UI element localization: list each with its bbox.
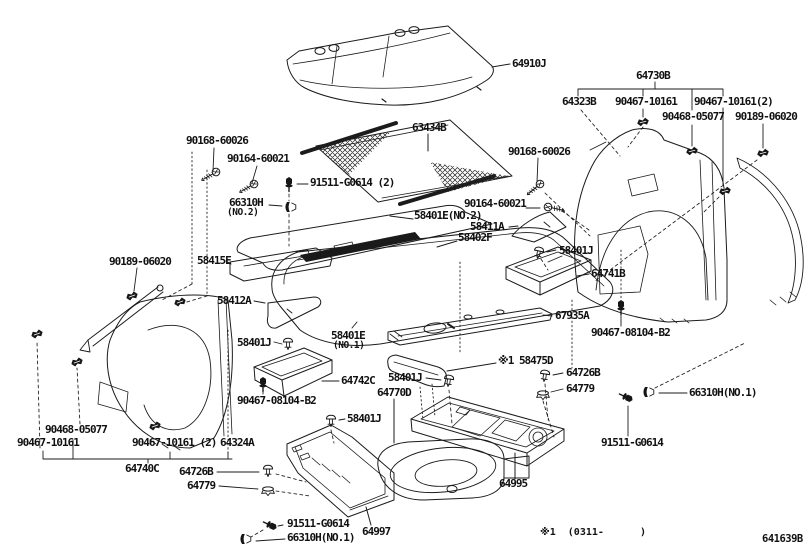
bracket-64730B: [577, 81, 764, 186]
grommet-64779-right-icon: [536, 390, 550, 401]
part-label-64741B: 64741B: [591, 267, 626, 280]
part-label-66310H-no1-right: 66310H(NO.1): [689, 386, 757, 399]
quarter-panel-outline: [736, 157, 804, 306]
part-label-64324A: 64324A: [220, 436, 255, 449]
part-label-90467-10161-left: 90467-10161: [17, 436, 80, 449]
part-label-64740C: 64740C: [125, 462, 160, 475]
clip-left-a-icon: [29, 328, 45, 340]
part-label-58411A: 58411A: [470, 220, 505, 233]
storage-bin-64742C: [253, 347, 340, 397]
clamp-66310H-no1-bottom-icon: [239, 533, 252, 545]
part-label-58401J-d: 58401J: [347, 412, 382, 425]
scuff-plate-67935A: [387, 307, 553, 346]
deck-board-58412A: [253, 296, 322, 329]
part-label-90164-60021-right: 90164-60021: [464, 197, 527, 210]
part-label-64726B-left: 64726B: [179, 465, 214, 478]
part-label-58412A: 58412A: [217, 294, 252, 307]
rivet-64726B-left-icon: [262, 464, 274, 478]
bolt-91511-G0614-right-icon: [617, 390, 635, 405]
part-label-91511-G0614-right: 91511-G0614: [601, 436, 664, 449]
deck-board-58401E-no2: [236, 204, 493, 271]
part-label-58401J-c: 58401J: [388, 371, 423, 384]
part-label-no2-suffix: (NO.2): [227, 207, 259, 218]
part-label-58401J-b: 58401J: [237, 336, 272, 349]
part-label-90467-08104-B2-right: 90467-08104-B2: [591, 326, 671, 339]
deck-board-58411A: [508, 211, 567, 243]
part-label-67935A: 67935A: [555, 309, 590, 322]
clamp-66310H-no1-right-icon: [642, 386, 655, 398]
bolt-90467-08104-B2-left-icon: [258, 376, 268, 393]
package-tray-panel-64910J: [286, 25, 511, 106]
clip-left-d-icon: [147, 420, 163, 432]
part-label-63434B: 63434B: [412, 121, 447, 134]
clip-90189-06020-left-icon: [124, 290, 140, 302]
part-label-90189-06020-left: 90189-06020: [109, 255, 172, 268]
clamp-66310H-no2-icon: [284, 201, 297, 213]
part-label-91511-G0614-bottom: 91511-G0614: [287, 517, 350, 530]
clip-left-b-icon: [172, 296, 188, 308]
part-label-66310H-no2: 66310H: [229, 196, 264, 209]
leader-lines: [133, 147, 688, 542]
part-label-90467-10161-top: 90467-10161: [615, 95, 678, 108]
clip-90467-10161-icon: [635, 116, 651, 128]
deck-board-main-58402F: [271, 227, 614, 346]
assembly-dashed-lines: [36, 109, 758, 538]
part-label-90164-60021-left: 90164-60021: [227, 152, 290, 165]
side-trim-right-64730B: [574, 127, 728, 324]
part-label-90467-10161-2-left: 90467-10161 (2): [132, 436, 217, 449]
part-label-64997: 64997: [362, 525, 391, 538]
spare-wheel-cover-64995: [377, 438, 530, 501]
front-tray-64997: [286, 424, 395, 526]
part-label-91511-G0614-2: 91511-G0614 (2): [310, 176, 395, 189]
part-label-64910J: 64910J: [512, 57, 547, 70]
part-label-64323B: 64323B: [562, 95, 597, 108]
part-label-64770D: 64770D: [377, 386, 412, 399]
clip-90189-06020-icon: [755, 147, 771, 159]
diagram-code: 641639B: [762, 533, 803, 545]
tool-tray-64770D: [393, 396, 565, 467]
clip-90467-10161-2-icon: [717, 185, 733, 197]
part-label-58415E: 58415E: [197, 254, 232, 267]
bolt-91511-G0614-bottom-icon: [261, 518, 279, 533]
screw-90168-60026-right-icon: [524, 178, 546, 199]
clip-left-c-icon: [69, 356, 85, 368]
part-label-90189-06020-top: 90189-06020: [735, 110, 798, 123]
part-label-58401J-a: 58401J: [559, 244, 594, 257]
part-label-64726B-right: 64726B: [566, 366, 601, 379]
side-trim-left-64740C: [79, 284, 233, 451]
part-label-64779-left: 64779: [187, 479, 216, 492]
part-label-90468-05077-left: 90468-05077: [45, 423, 108, 436]
part-label-64742C: 64742C: [341, 374, 376, 387]
part-label-66310H-no1-bottom: 66310H(NO.1): [287, 531, 355, 544]
part-label-64995: 64995: [499, 477, 528, 490]
clip-90468-05077-icon: [684, 145, 700, 157]
part-label-58401E-no2: 58401E(NO.2): [414, 209, 482, 222]
deck-support-58415E: [225, 247, 333, 282]
part-label-no1-suffix: (NO.1): [333, 340, 365, 351]
screw-90168-60026-left-icon: [199, 166, 222, 185]
bolt-91511-G0614-top-icon: [284, 176, 294, 193]
part-label-90168-60026-right: 90168-60026: [508, 145, 571, 158]
part-label-58401E-no1: 58401E: [331, 329, 366, 342]
part-label-64730B: 64730B: [636, 69, 671, 82]
screw-90164-60021-left-icon: [237, 178, 260, 197]
part-label-90168-60026-left: 90168-60026: [186, 134, 249, 147]
part-label-58475D: ※1 58475D: [498, 354, 554, 367]
part-label-58402F: 58402F: [458, 231, 493, 244]
luggage-net-63434B: [300, 119, 513, 206]
part-label-90467-10161-2-top: 90467-10161(2): [694, 95, 774, 108]
storage-bin-64741B: [505, 246, 592, 296]
footnote: ※1 (0311- ): [540, 527, 647, 538]
pad-58475D: [387, 354, 497, 388]
part-label-90468-05077-top: 90468-05077: [662, 110, 725, 123]
part-label-90467-08104-B2-left: 90467-08104-B2: [237, 394, 317, 407]
grommet-64779-left-icon: [261, 486, 275, 497]
bracket-64740C: [42, 439, 233, 464]
rivet-64726B-right-icon: [538, 369, 551, 383]
part-label-64779-right: 64779: [566, 382, 595, 395]
rivet-58401J-b-icon: [282, 337, 294, 351]
